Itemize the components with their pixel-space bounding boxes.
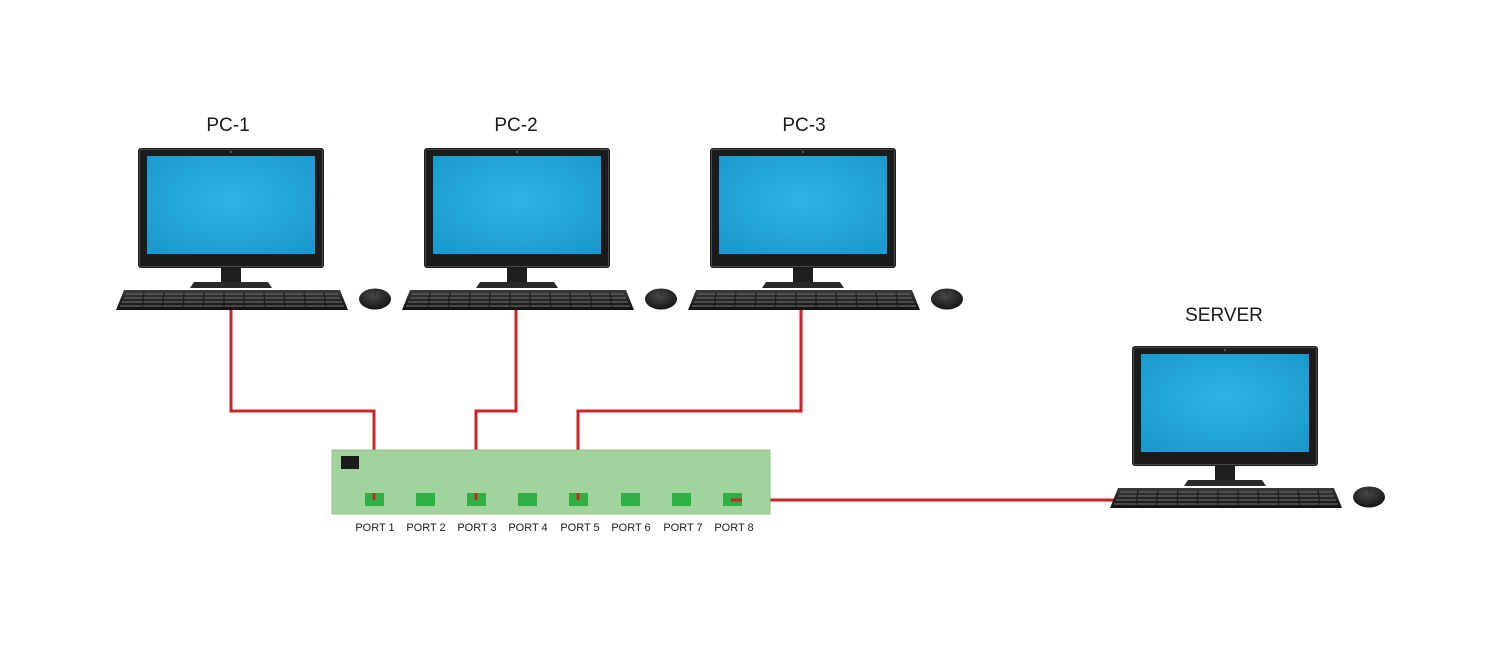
server-node: SERVER xyxy=(1109,305,1386,509)
port-label-8: PORT 8 xyxy=(714,522,753,534)
server-label: SERVER xyxy=(1185,305,1263,326)
port-label-5: PORT 5 xyxy=(560,522,599,534)
switch-power-indicator xyxy=(341,456,359,469)
port-7 xyxy=(672,493,691,506)
pc-3-node: PC-3 xyxy=(687,115,964,311)
server-workstation-icon xyxy=(1109,345,1386,509)
pc-2-workstation-icon xyxy=(401,147,678,311)
pc-3-workstation-icon xyxy=(687,147,964,311)
port-2 xyxy=(416,493,435,506)
pc-1-label: PC-1 xyxy=(206,115,249,136)
port-label-4: PORT 4 xyxy=(508,522,547,534)
port-label-6: PORT 6 xyxy=(611,522,650,534)
port-4 xyxy=(518,493,537,506)
port-label-2: PORT 2 xyxy=(406,522,445,534)
switch-body xyxy=(331,449,771,515)
port-labels: PORT 1 PORT 2 PORT 3 PORT 4 PORT 5 PORT … xyxy=(355,522,753,534)
pc-3-label: PC-3 xyxy=(782,115,825,136)
pc-2-node: PC-2 xyxy=(401,115,678,311)
pc-1-workstation-icon xyxy=(115,147,392,311)
port-label-1: PORT 1 xyxy=(355,522,394,534)
port-label-7: PORT 7 xyxy=(663,522,702,534)
port-6 xyxy=(621,493,640,506)
pc-2-label: PC-2 xyxy=(494,115,537,136)
pc-1-node: PC-1 xyxy=(115,115,392,311)
network-switch: PORT 1 PORT 2 PORT 3 PORT 4 PORT 5 PORT … xyxy=(331,449,771,534)
switch-ports xyxy=(365,493,742,506)
port-label-3: PORT 3 xyxy=(457,522,496,534)
